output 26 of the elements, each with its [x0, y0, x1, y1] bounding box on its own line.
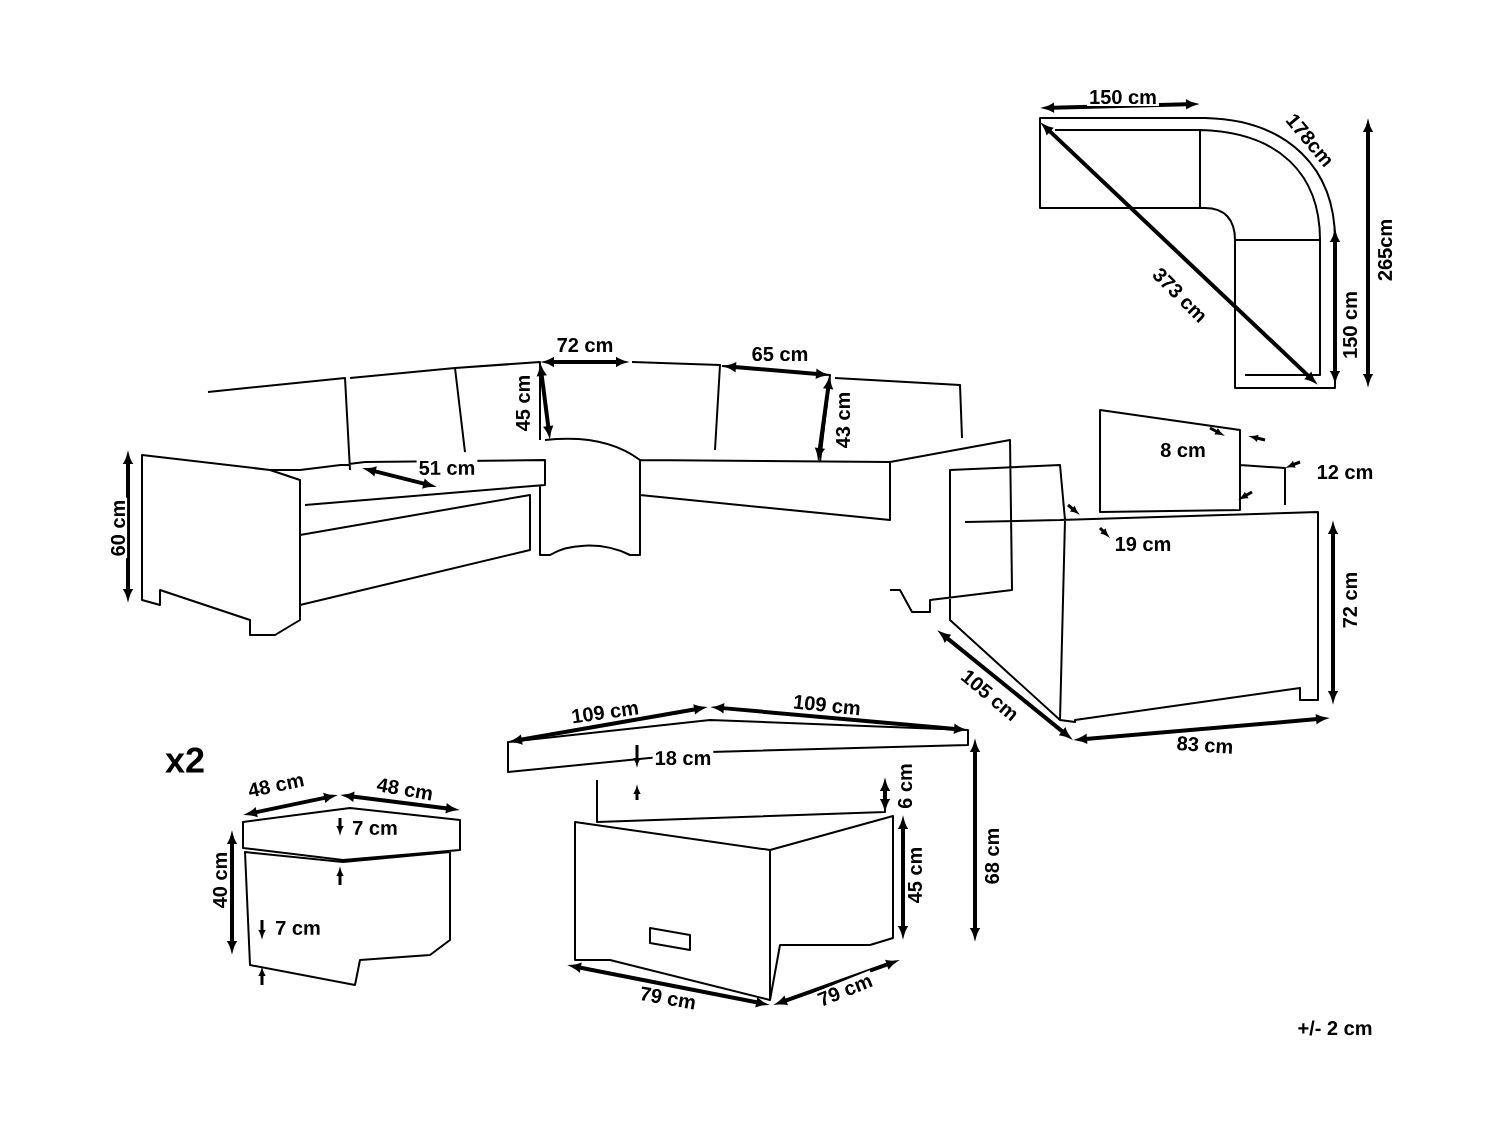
dimension-label: 6 cm — [895, 761, 915, 811]
dimension-label: 7 cm — [350, 819, 400, 837]
dimension-label: 150 cm — [1340, 289, 1360, 361]
dimension-label: 43 cm — [833, 389, 853, 451]
dimension-label: 60 cm — [108, 497, 128, 559]
dimension-label: 65 cm — [749, 344, 811, 364]
tolerance-note: +/- 2 cm — [1295, 1018, 1375, 1038]
dimension-label: 18 cm — [652, 748, 714, 768]
dimension-label: 150 cm — [1087, 87, 1159, 107]
dimension-label: 265cm — [1375, 216, 1395, 284]
dimension-label: 8 cm — [1158, 440, 1208, 460]
dimension-label: 373 cm — [1148, 263, 1212, 327]
dimension-label: 40 cm — [210, 849, 230, 911]
dimension-label: 48 cm — [244, 769, 308, 801]
dimension-label: 7 cm — [273, 919, 323, 937]
dimension-label: 51 cm — [416, 459, 478, 477]
dimension-label: 45 cm — [514, 372, 532, 434]
dimension-label: 72 cm — [554, 335, 616, 355]
dimension-label: 68 cm — [982, 825, 1002, 887]
dimension-label: 45 cm — [906, 844, 924, 906]
dimension-label: 109 cm — [790, 692, 864, 718]
dimension-label: 72 cm — [1340, 569, 1360, 631]
dimension-label: 19 cm — [1112, 534, 1174, 554]
multiplier-label: x2 — [163, 745, 207, 775]
dimension-label: 83 cm — [1174, 733, 1236, 757]
dimension-label: 12 cm — [1314, 462, 1376, 482]
